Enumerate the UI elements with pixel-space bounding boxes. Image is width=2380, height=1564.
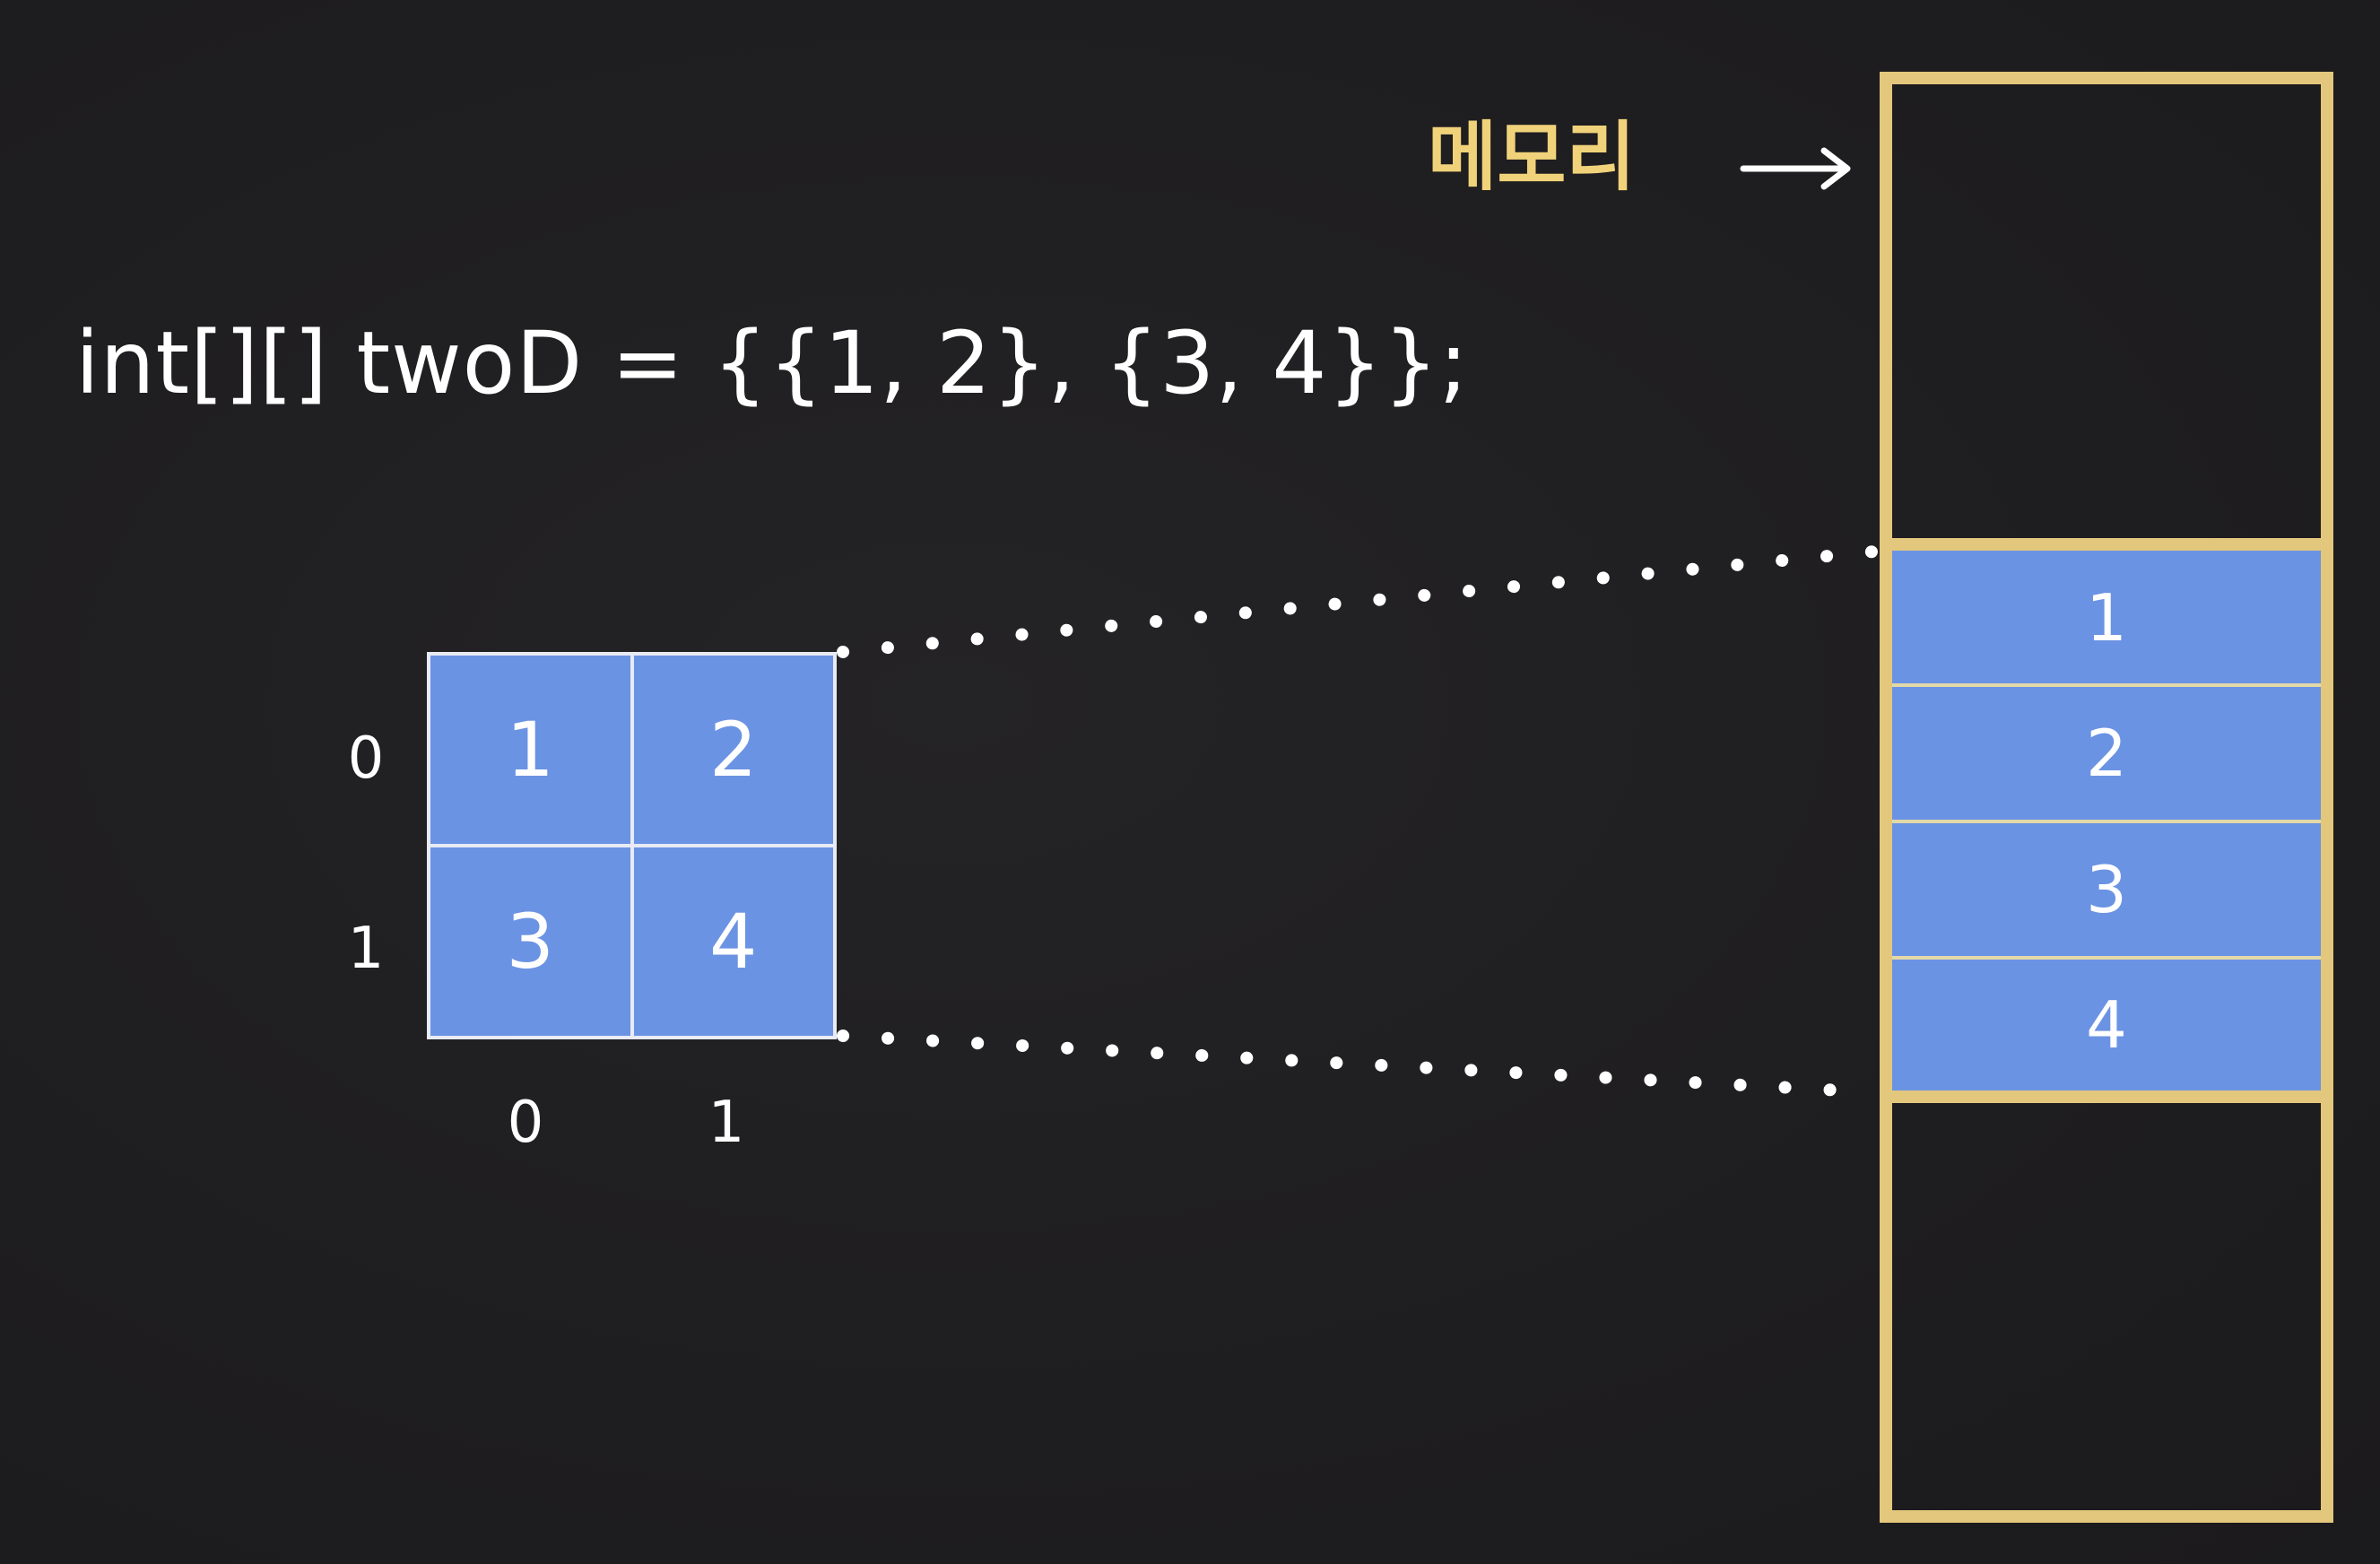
right-arrow-icon bbox=[1740, 147, 1851, 190]
grid-cell-1-1: 4 bbox=[633, 847, 833, 1036]
bottom-connector bbox=[837, 1030, 1881, 1099]
row-index-0: 0 bbox=[347, 726, 385, 792]
memory-slot-1: 1 bbox=[1892, 551, 2321, 685]
memory-column bbox=[1880, 72, 2333, 1523]
code-declaration: int[][] twoD = {{1, 2}, {3, 4}}; bbox=[75, 313, 1469, 413]
grid-cell-0-1: 2 bbox=[633, 656, 833, 844]
memory-top-separator bbox=[1880, 538, 2333, 551]
memory-label: 메모리 bbox=[1428, 113, 1636, 201]
grid-cell-0-0: 1 bbox=[430, 656, 630, 844]
grid-cell-1-0: 3 bbox=[430, 847, 630, 1036]
memory-bottom-separator bbox=[1880, 1090, 2333, 1103]
col-index-1: 1 bbox=[708, 1090, 745, 1156]
row-index-1: 1 bbox=[347, 916, 385, 982]
col-index-0: 0 bbox=[507, 1090, 544, 1156]
memory-divider bbox=[1892, 820, 2321, 823]
memory-divider bbox=[1892, 956, 2321, 960]
memory-slot-4: 4 bbox=[1892, 960, 2321, 1090]
array-grid: 1 2 3 4 bbox=[427, 652, 837, 1039]
memory-slot-3: 3 bbox=[1892, 823, 2321, 956]
memory-slot-2: 2 bbox=[1892, 687, 2321, 820]
memory-divider bbox=[1892, 683, 2321, 687]
top-connector bbox=[837, 545, 1881, 658]
